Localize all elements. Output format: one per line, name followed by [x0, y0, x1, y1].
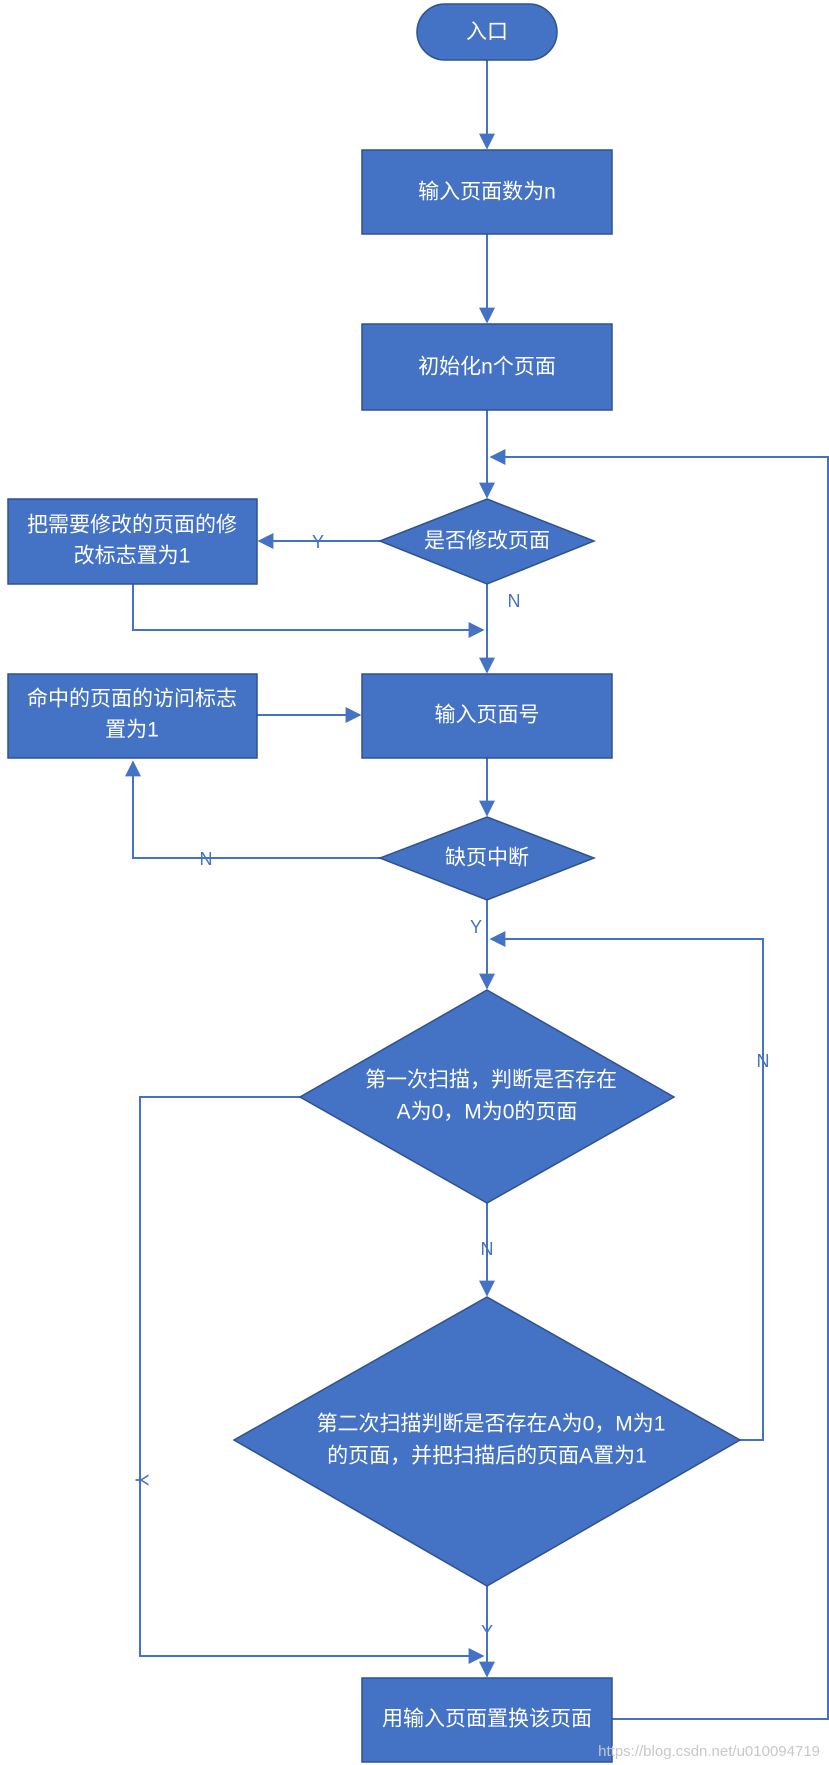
watermark: https://blog.csdn.net/u010094719 — [598, 1743, 820, 1760]
page-fault-decision-label: 缺页中断 — [445, 847, 529, 870]
decision-shape — [377, 498, 597, 585]
decision-shape — [377, 816, 597, 901]
decision-shape — [232, 1296, 742, 1587]
replace-page-label: 用输入页面置换该页面 — [382, 1708, 592, 1731]
node-modify-decision: 是否修改页面 — [377, 498, 597, 585]
input-count-label: 输入页面数为n — [418, 181, 556, 204]
process-shape — [361, 673, 613, 759]
label-first-scan-yes: Y — [131, 1474, 151, 1486]
node-second-scan-decision: 第二次扫描判断是否存在A为0，M为1 的页面，并把扫描后的页面A置为1 — [232, 1296, 742, 1587]
edge-second-scan-no — [489, 931, 764, 1441]
label-modify-no: N — [508, 591, 521, 611]
process-shape — [361, 323, 613, 411]
label-fault-no: N — [200, 849, 213, 869]
connectors — [125, 60, 829, 1720]
label-modify-yes: Y — [312, 532, 324, 552]
edge-set-flag-to-main — [132, 584, 485, 638]
node-entry: 入口 — [416, 3, 558, 61]
set-modify-flag-line-2: 改标志置为1 — [74, 545, 191, 568]
process-shape — [361, 149, 613, 235]
entry-label: 入口 — [466, 21, 508, 44]
process-shape — [7, 673, 258, 759]
hit-access-flag-line-2: 置为1 — [105, 719, 159, 742]
label-fault-yes: Y — [470, 917, 482, 937]
first-scan-line-1: 第一次扫描，判断是否存在 — [365, 1069, 617, 1092]
node-page-fault-decision: 缺页中断 — [377, 816, 597, 901]
process-shape — [361, 1677, 613, 1763]
node-hit-access-flag: 命中的页面的访问标志 置为1 — [7, 673, 258, 759]
modify-decision-label: 是否修改页面 — [424, 530, 550, 553]
process-shape — [7, 498, 258, 585]
node-input-count: 输入页面数为n — [361, 149, 613, 235]
first-scan-line-2: A为0，M为0的页面 — [397, 1101, 578, 1124]
init-pages-label: 初始化n个页面 — [418, 356, 556, 379]
node-init-pages: 初始化n个页面 — [361, 323, 613, 411]
decision-shape — [298, 989, 676, 1204]
set-modify-flag-line-1: 把需要修改的页面的修 — [27, 514, 237, 537]
node-input-page-number: 输入页面号 — [361, 673, 613, 759]
node-set-modify-flag: 把需要修改的页面的修 改标志置为1 — [7, 498, 258, 585]
terminal-shape — [416, 3, 558, 61]
label-first-scan-no: N — [481, 1239, 494, 1259]
label-second-scan-yes: Y — [481, 1622, 493, 1642]
node-first-scan-decision: 第一次扫描，判断是否存在 A为0，M为0的页面 — [298, 989, 676, 1204]
label-second-scan-no: N — [757, 1051, 770, 1071]
edge-labels: Y N N Y N N Y Y — [131, 532, 769, 1642]
second-scan-line-1: 第二次扫描判断是否存在A为0，M为1 — [317, 1413, 666, 1436]
edge-replace-loop-back — [489, 449, 829, 1720]
edge-first-scan-yes — [139, 1096, 485, 1664]
hit-access-flag-line-1: 命中的页面的访问标志 — [27, 688, 237, 711]
input-page-number-label: 输入页面号 — [435, 704, 540, 727]
second-scan-line-2: 的页面，并把扫描后的页面A置为1 — [327, 1445, 647, 1468]
node-replace-page: 用输入页面置换该页面 — [361, 1677, 613, 1763]
edge-fault-no — [125, 760, 382, 859]
